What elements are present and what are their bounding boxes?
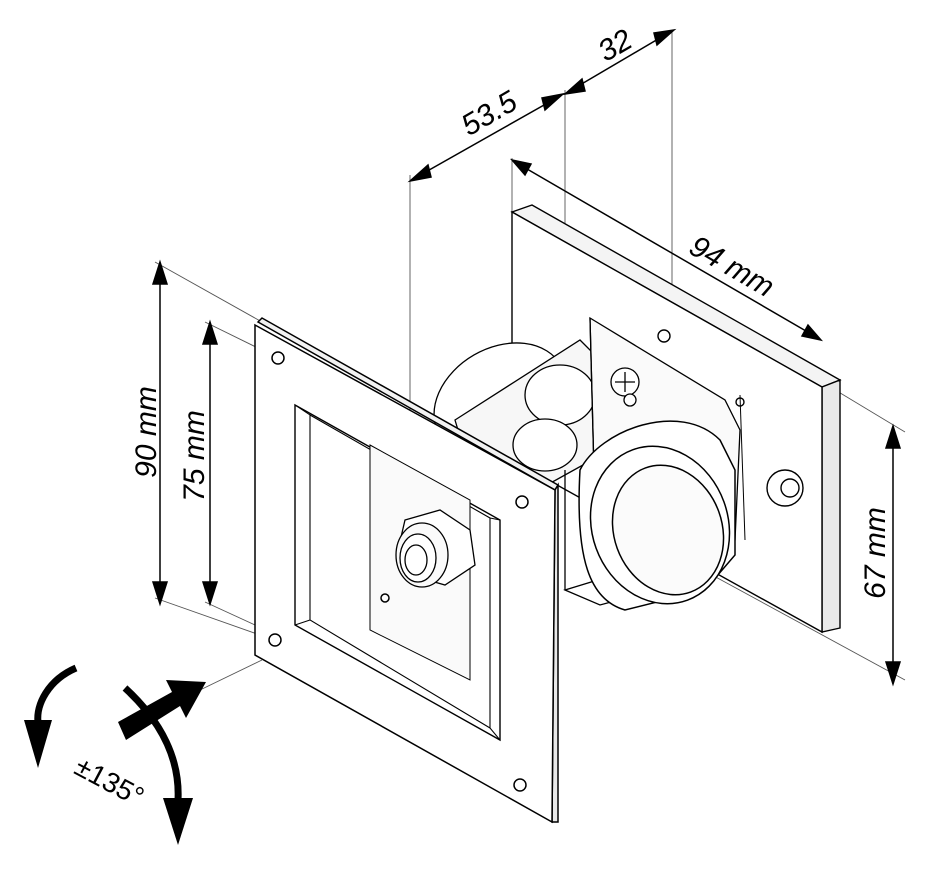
label-rear-width: 94 mm xyxy=(684,230,780,304)
rotate-left-arrow-icon xyxy=(34,664,78,723)
vesa-hole-bottom-left-icon xyxy=(268,633,282,647)
dimension-lines xyxy=(151,28,902,687)
label-front-height-inner: 75 mm xyxy=(178,410,211,502)
rotate-right-arrow-icon xyxy=(122,685,182,801)
label-rotation-angle: ±135° xyxy=(70,751,149,813)
rotation-arrows xyxy=(24,664,206,845)
label-front-height-outer: 90 mm xyxy=(130,386,163,478)
label-depth-rear: 32 xyxy=(593,23,639,68)
vesa-hole-top-left-icon xyxy=(271,351,285,365)
screw-icon xyxy=(610,367,640,407)
plate-hole-icon xyxy=(657,329,671,343)
label-depth-front: 53.5 xyxy=(456,85,523,143)
axis-arrow-icon xyxy=(118,680,206,740)
center-nut-icon xyxy=(395,509,476,588)
vesa-hole-bottom-right-icon xyxy=(513,778,527,792)
rotation-disc xyxy=(578,394,746,611)
label-rear-height: 67 mm xyxy=(859,507,892,599)
vesa-hole-top-right-icon xyxy=(515,495,529,509)
